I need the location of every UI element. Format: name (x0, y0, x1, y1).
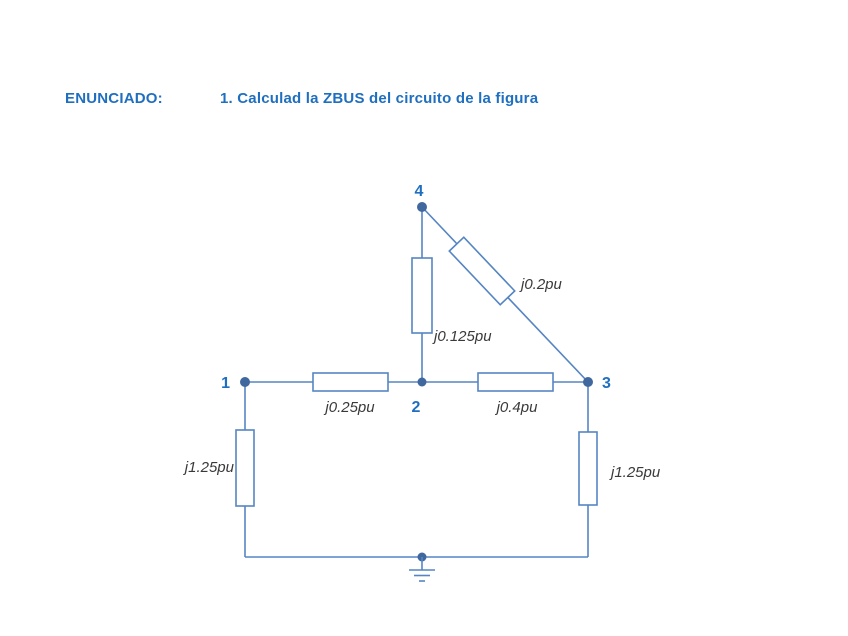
impedance-label-1-2: j0.25pu (323, 399, 375, 416)
impedance-label-3-ground: j1.25pu (609, 464, 661, 481)
node-3-label: 3 (602, 375, 611, 392)
resistor-3-ground (578, 431, 598, 506)
resistor-2-3 (477, 372, 554, 392)
enunciado-label: ENUNCIADO: (65, 90, 163, 107)
resistor-2-4 (411, 257, 433, 334)
node-1-dot (240, 377, 250, 387)
node-2-dot (417, 377, 427, 387)
ground-icon (409, 557, 435, 582)
resistor-1-ground (235, 429, 255, 507)
node-2-label: 2 (412, 399, 421, 416)
resistor-3-4 (448, 236, 516, 306)
node-4-label: 4 (415, 183, 424, 200)
node-4-dot (417, 202, 427, 212)
node-3-dot (583, 377, 593, 387)
node-1-label: 1 (221, 375, 230, 392)
impedance-label-1-ground: j1.25pu (183, 459, 235, 476)
impedance-label-3-4: j0.2pu (519, 276, 563, 293)
exercise-title: 1. Calculad la ZBUS del circuito de la f… (220, 90, 539, 107)
resistor-1-2 (312, 372, 389, 392)
impedance-label-2-4: j0.125pu (432, 328, 492, 345)
impedance-label-2-3: j0.4pu (495, 399, 539, 416)
